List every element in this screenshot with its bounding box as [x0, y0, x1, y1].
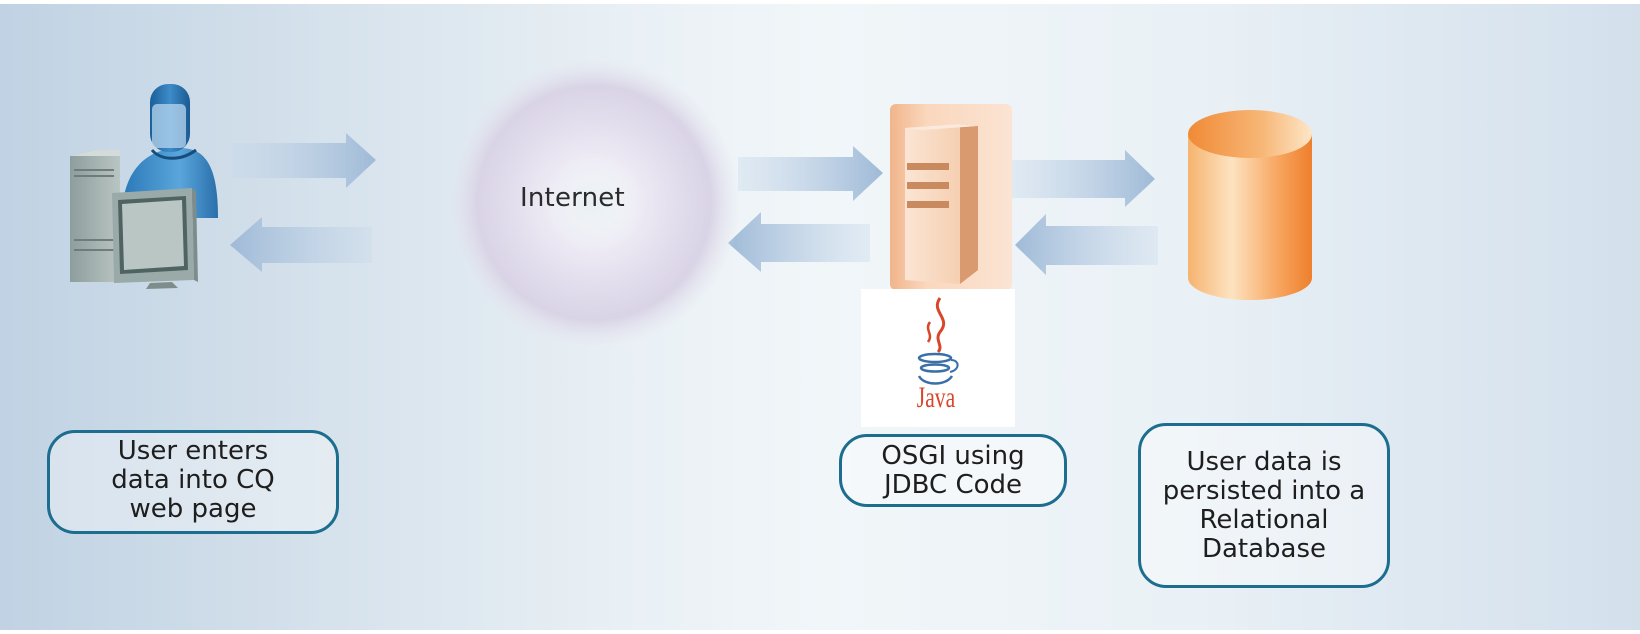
caption-relational-database: User data is persisted into a Relational… — [1138, 423, 1390, 588]
java-logo-text: Java — [916, 381, 956, 414]
arrow-internet-to-user — [230, 217, 372, 272]
arrow-database-to-server — [1015, 214, 1158, 275]
java-logo-icon — [917, 297, 959, 385]
arrow-server-to-database — [1012, 150, 1155, 207]
internet-label: Internet — [520, 183, 625, 213]
arrow-user-to-internet — [232, 133, 376, 188]
database-cylinder-icon — [1188, 110, 1312, 300]
arrow-internet-to-server — [738, 146, 883, 201]
arrow-server-to-internet — [728, 212, 870, 272]
server-icon — [890, 104, 1012, 290]
user-workstation-icon — [70, 84, 218, 289]
internet-cloud-icon — [448, 57, 740, 349]
top-border — [0, 0, 1640, 4]
bottom-border — [0, 630, 1640, 634]
caption-osgi-jdbc: OSGI using JDBC Code — [839, 434, 1067, 507]
caption-user-entry: User enters data into CQ web page — [47, 430, 339, 534]
